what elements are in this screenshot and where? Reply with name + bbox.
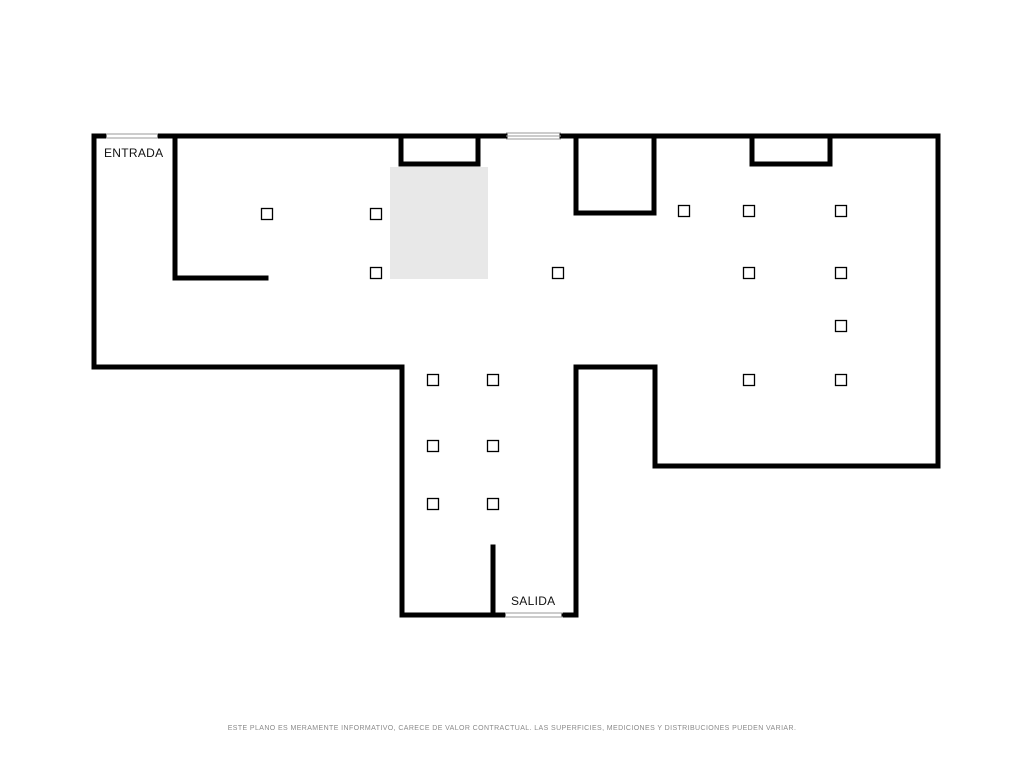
niche-right [749, 135, 833, 167]
interior-wall-entrance [172, 135, 269, 281]
pillar-square-icon [486, 439, 500, 453]
disclaimer-text: ESTE PLANO ES MERAMENTE INFORMATIVO, CAR… [227, 725, 797, 732]
pillar-square-icon [426, 439, 440, 453]
pillar-square-icon [834, 373, 848, 387]
niche-left [398, 135, 481, 167]
shaded-area [390, 167, 488, 279]
pillar-square-icon [834, 319, 848, 333]
pillar-square-icon [677, 204, 691, 218]
room-small-top [573, 135, 657, 216]
pillar-square-icon [551, 266, 565, 280]
outer-wall-left [91, 133, 506, 618]
outer-wall-right [559, 133, 941, 618]
pillar-square-icon [486, 373, 500, 387]
pillar-square-icon [369, 207, 383, 221]
pillar-square-icon [834, 266, 848, 280]
pillar-square-icon [742, 204, 756, 218]
pillars [260, 204, 848, 511]
pillar-square-icon [260, 207, 274, 221]
exit-label: SALIDA [511, 594, 556, 608]
pillar-square-icon [426, 373, 440, 387]
pillar-square-icon [426, 497, 440, 511]
pillar-square-icon [742, 373, 756, 387]
pillar-square-icon [742, 266, 756, 280]
pillar-square-icon [486, 497, 500, 511]
entrance-label: ENTRADA [104, 146, 164, 160]
pillar-square-icon [369, 266, 383, 280]
pillar-square-icon [834, 204, 848, 218]
